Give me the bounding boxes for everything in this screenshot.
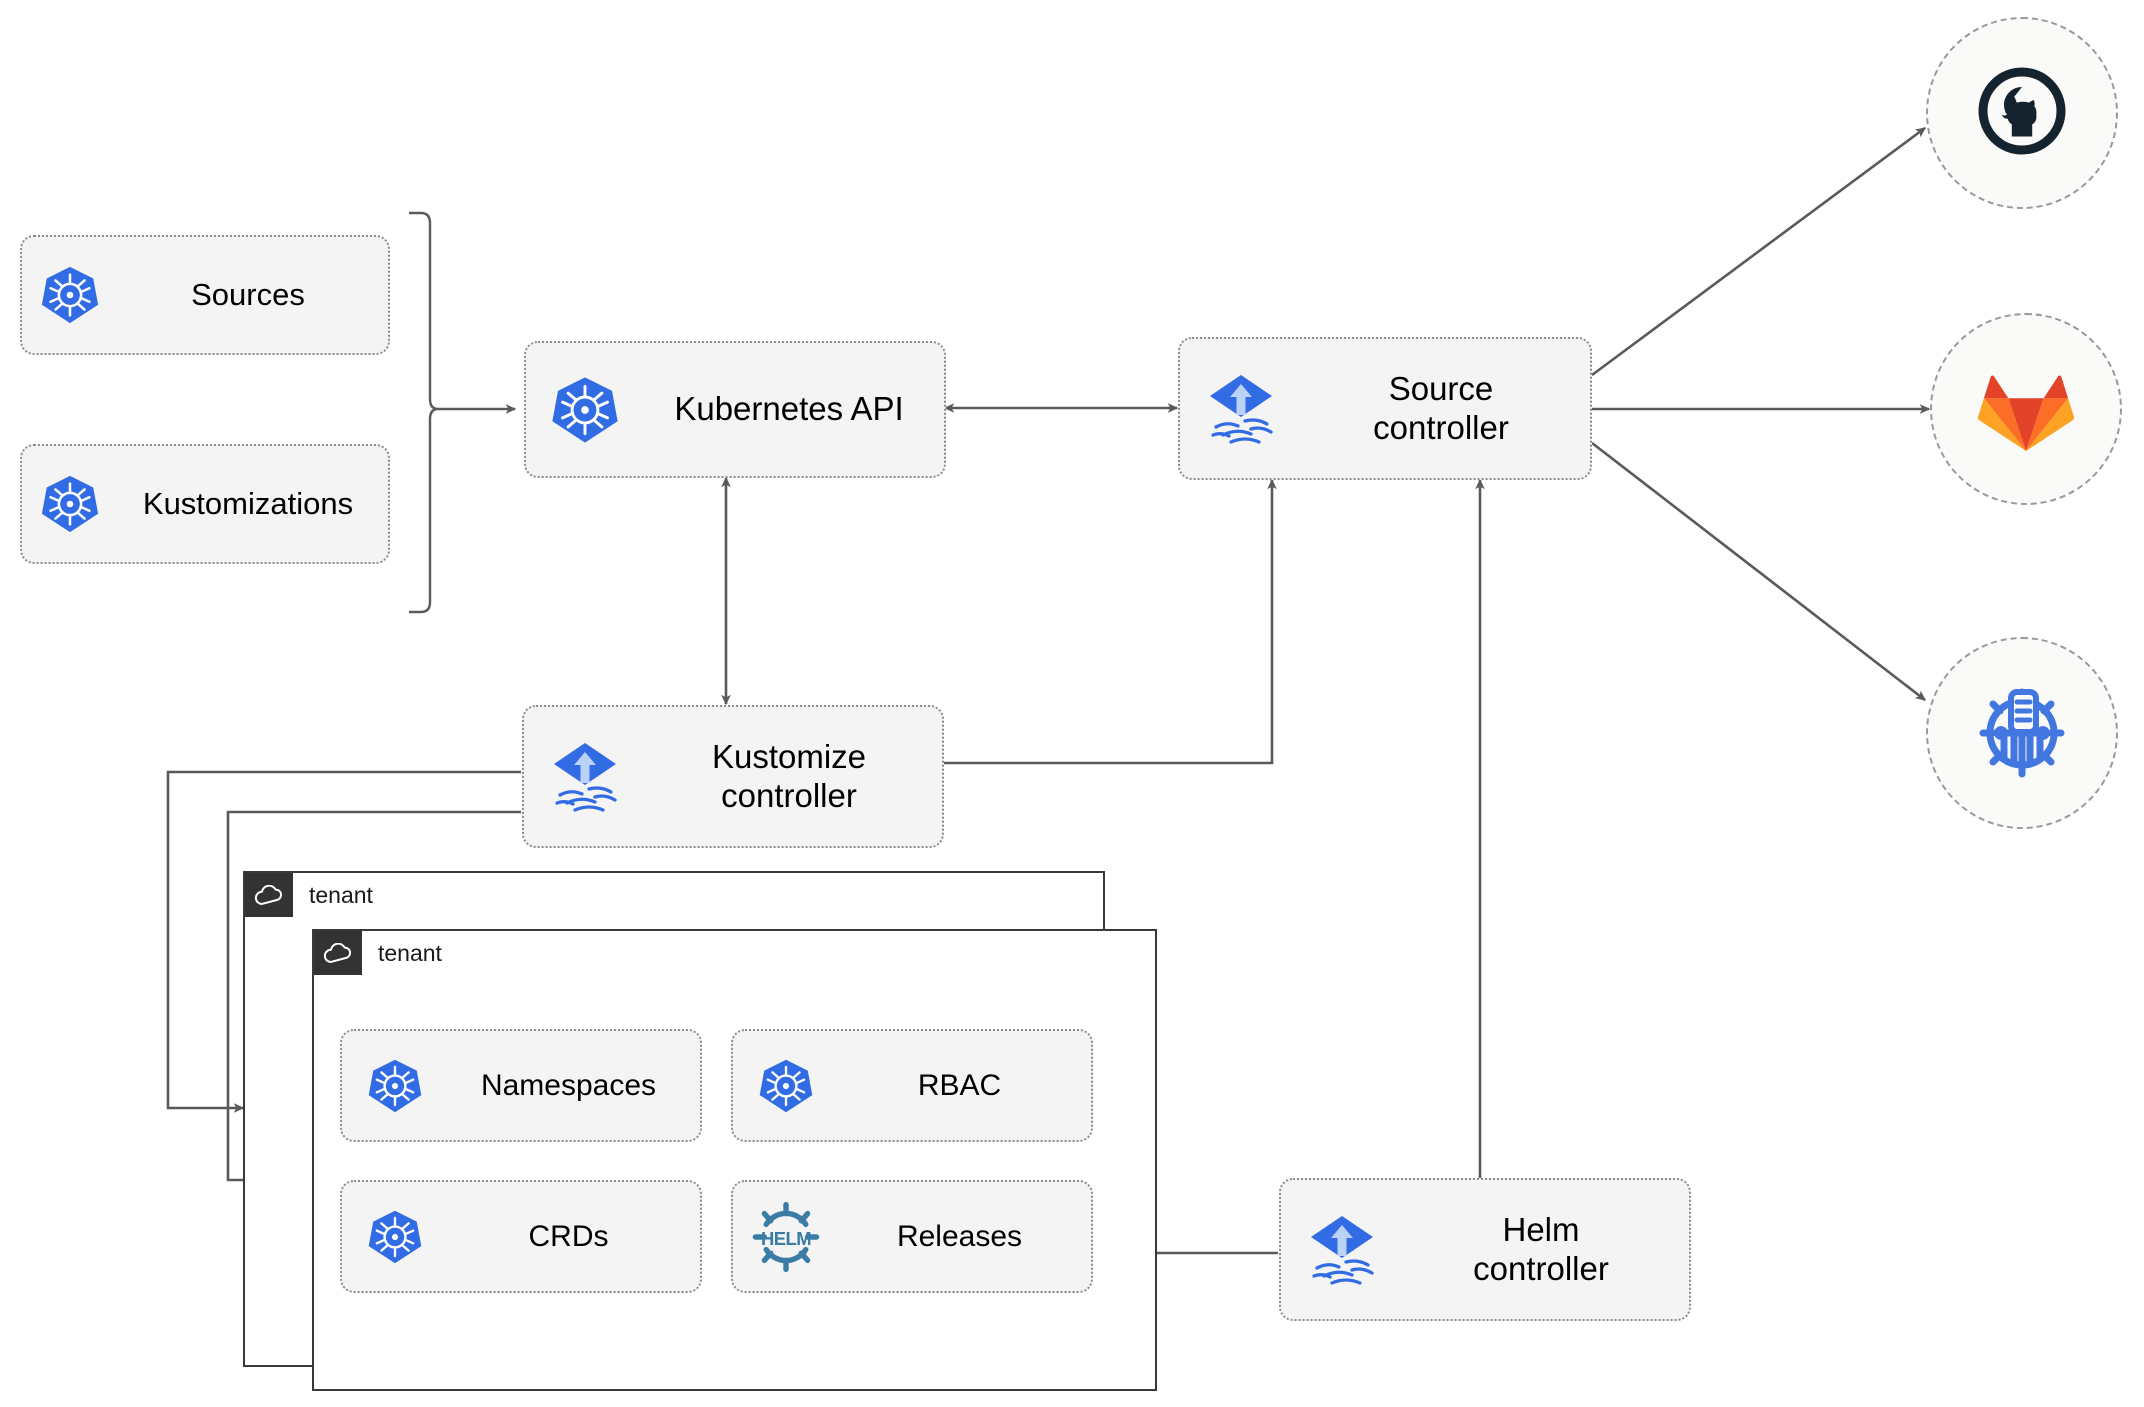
kubernetes-icon — [342, 1180, 447, 1293]
github-icon — [1972, 61, 2072, 166]
resource-card-sources[interactable]: Sources — [20, 235, 390, 355]
node-label: Kubernetes API — [674, 390, 904, 428]
flux-icon — [1180, 337, 1302, 480]
tenant-label: tenant — [378, 939, 442, 966]
tenant-header: tenant — [245, 873, 373, 917]
cloud-icon — [245, 873, 293, 917]
svg-text:HELM: HELM — [760, 1228, 810, 1249]
kubernetes-icon — [526, 341, 644, 478]
tenant-frame-front[interactable]: tenant — [312, 929, 1157, 1391]
kubernetes-icon — [22, 235, 118, 355]
kubernetes-icon — [342, 1029, 447, 1142]
node-label: Kustomize controller — [711, 737, 867, 814]
provider-github[interactable] — [1926, 17, 2118, 209]
gitlab-icon — [1977, 361, 2075, 458]
tenant-resource-label: Releases — [896, 1219, 1023, 1253]
tenant-resource-label: RBAC — [917, 1068, 1002, 1102]
tenant-resource-crds[interactable]: CRDs — [340, 1180, 702, 1293]
cloud-icon — [314, 931, 362, 975]
provider-gitlab[interactable] — [1930, 313, 2122, 505]
tenant-resource-namespaces[interactable]: Namespaces — [340, 1029, 702, 1142]
node-label: Source controller — [1373, 369, 1509, 446]
kubernetes-icon — [22, 444, 118, 564]
flux-icon — [1281, 1178, 1403, 1321]
helm-icon: HELM — [733, 1180, 838, 1293]
node-kustomize-controller[interactable]: Kustomize controller — [522, 705, 944, 848]
tenant-header: tenant — [314, 931, 442, 975]
kubernetes-icon — [733, 1029, 838, 1142]
resource-label: Sources — [191, 276, 305, 312]
flux-icon — [524, 705, 646, 848]
tenant-resource-releases[interactable]: HELM Releases — [731, 1180, 1093, 1293]
registry-icon — [1970, 679, 2074, 788]
node-source-controller[interactable]: Source controller — [1178, 337, 1592, 480]
node-label: Helm controller — [1473, 1210, 1609, 1287]
tenant-resource-label: Namespaces — [480, 1068, 657, 1102]
node-kubernetes-api[interactable]: Kubernetes API — [524, 341, 946, 478]
tenant-resource-label: CRDs — [528, 1219, 609, 1253]
resource-card-kustomizations[interactable]: Kustomizations — [20, 444, 390, 564]
node-helm-controller[interactable]: Helm controller — [1279, 1178, 1691, 1321]
tenant-label: tenant — [309, 881, 373, 908]
provider-registry[interactable] — [1926, 637, 2118, 829]
resource-label: Kustomizations — [142, 485, 354, 521]
tenant-resource-rbac[interactable]: RBAC — [731, 1029, 1093, 1142]
